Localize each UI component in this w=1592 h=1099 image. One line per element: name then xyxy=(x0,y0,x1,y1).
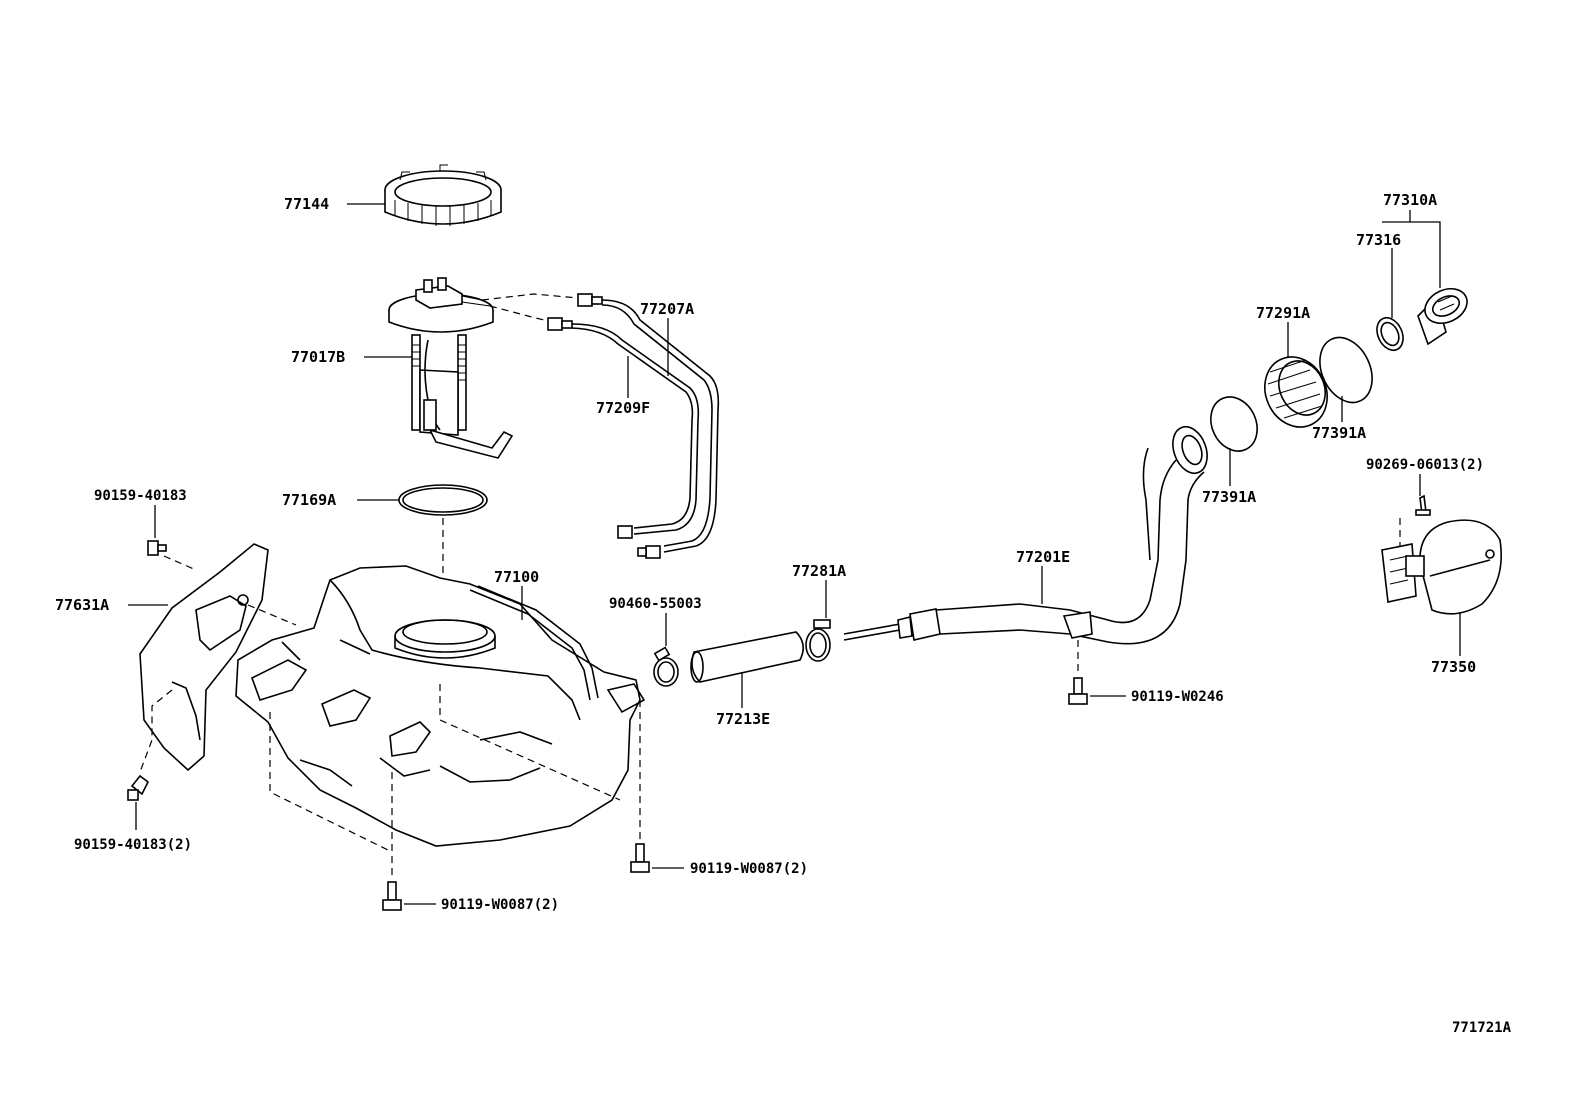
bolt-90119-W0087-bottom xyxy=(382,881,402,911)
hose-clamp-90460-55003 xyxy=(653,646,679,687)
fuel-filler-lid-77350 xyxy=(1381,519,1502,615)
wire-harness-77207A-77209F xyxy=(547,293,720,559)
label-77281A: 77281A xyxy=(792,562,846,580)
label-77391A-lower: 77391A xyxy=(1202,488,1256,506)
label-90119-W0087-bottom: 90119-W0087(2) xyxy=(441,897,559,913)
label-90119-W0246: 90119-W0246 xyxy=(1131,689,1224,705)
tank-protector-77631A xyxy=(139,543,269,772)
label-77144: 77144 xyxy=(284,195,329,213)
gasket-77316 xyxy=(1376,316,1404,352)
label-77169A: 77169A xyxy=(282,491,336,509)
label-90269-06013-2: 90269-06013(2) xyxy=(1366,457,1484,473)
bolt-90159-top xyxy=(147,540,167,556)
label-77207A: 77207A xyxy=(640,300,694,318)
bolt-90119-W0087-right xyxy=(630,843,650,873)
fuel-cap-77310A xyxy=(1417,287,1468,346)
label-90159-40183: 90159-40183 xyxy=(94,488,187,504)
hose-clamp-77281A xyxy=(805,619,831,662)
label-77291A: 77291A xyxy=(1256,304,1310,322)
bolt-90159-bottom xyxy=(127,774,150,801)
gasket-77169A xyxy=(398,484,488,516)
label-90460-55003: 90460-55003 xyxy=(609,596,702,612)
label-77100: 77100 xyxy=(494,568,539,586)
filler-pipe-77201E xyxy=(843,425,1208,645)
figure-id: 771721A xyxy=(1452,1020,1512,1036)
retainer-ring-77144 xyxy=(384,164,502,226)
filler-inlet-77291A xyxy=(1264,356,1328,428)
label-77350: 77350 xyxy=(1431,658,1476,676)
fuel-tank-77100 xyxy=(235,565,646,847)
label-77209F: 77209F xyxy=(596,399,650,417)
label-90159-40183-2: 90159-40183(2) xyxy=(74,837,192,853)
fuel-pump-assembly-77017B xyxy=(388,277,514,459)
label-77631A: 77631A xyxy=(55,596,109,614)
label-90119-W0087-right: 90119-W0087(2) xyxy=(690,861,808,877)
filler-hose-77213E xyxy=(690,631,804,683)
label-77017B: 77017B xyxy=(291,348,345,366)
label-77316: 77316 xyxy=(1356,231,1401,249)
label-77391A-upper: 77391A xyxy=(1312,424,1366,442)
label-77310A: 77310A xyxy=(1383,191,1437,209)
screw-90269-06013 xyxy=(1415,494,1431,516)
bolt-90119-W0246 xyxy=(1068,677,1088,705)
gasket-77391A-lower xyxy=(1210,396,1258,452)
label-77213E: 77213E xyxy=(716,710,770,728)
label-77201E: 77201E xyxy=(1016,548,1070,566)
